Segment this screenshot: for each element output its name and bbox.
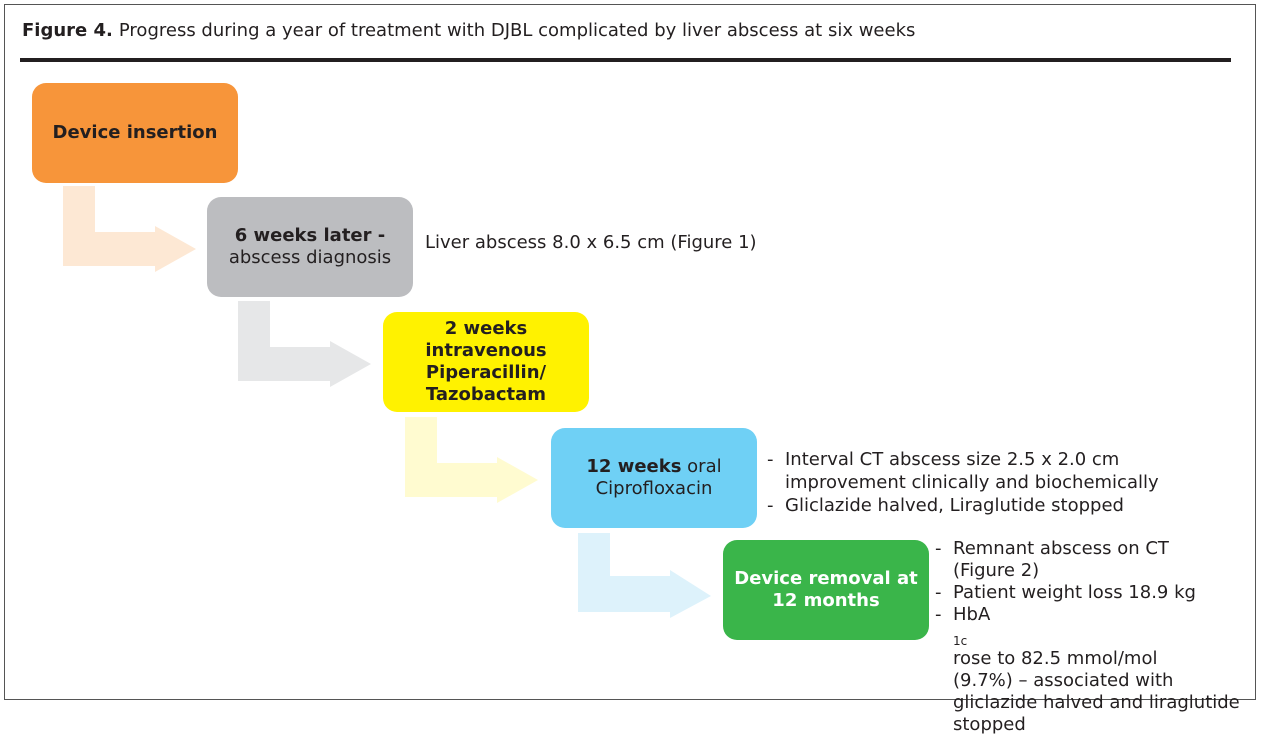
note-hba1c-line3: gliclazide halved and liraglutide [953,692,1240,713]
note-liver-abscess: Liver abscess 8.0 x 6.5 cm (Figure 1) [425,232,757,253]
figure-frame [4,4,1256,700]
hba1c-prefix: HbA [953,604,991,625]
note-ct-improvement: improvement clinically and biochemically [785,472,1159,493]
arrow-step4-to-step5 [578,533,711,618]
step-abscess-diagnosis-bold: 6 weeks later [234,225,372,247]
note-hba1c-line4: stopped [953,714,1026,735]
step-intravenous-antibiotics: 2 weeks intravenous Piperacillin/ Tazoba… [383,312,589,412]
figure-title: Figure 4.Progress during a year of treat… [22,20,915,41]
step-abscess-diagnosis-dash: - [371,225,386,247]
step-device-insertion: Device insertion [32,83,238,183]
note-remnant-figure: (Figure 2) [953,560,1040,581]
step-device-removal: Device removal at 12 months [723,540,929,640]
step-oral-bold: 12 weeks [586,456,682,478]
note-item: Patient weight loss 18.9 kg [935,582,1240,604]
arrow-step1-to-step2 [63,186,196,272]
step-removal-line1: Device removal at [734,568,918,590]
hba1c-rest: rose to 82.5 mmol/mol [953,648,1158,669]
step-abscess-diagnosis-line2: abscess diagnosis [228,247,392,268]
note-item: Interval CT abscess size 2.5 x 2.0 cm im… [767,448,1159,494]
note-remnant-abscess: Remnant abscess on CT [953,538,1169,559]
connector-arrows [63,186,711,618]
step-device-insertion-label: Device insertion [52,122,218,144]
step-oral-after: oral [681,456,722,478]
step-oral-antibiotics: 12 weeks oral Ciprofloxacin [551,428,757,528]
note-weight-loss: Patient weight loss 18.9 kg [953,582,1196,603]
step-oral-line2: Ciprofloxacin [595,478,713,499]
note-item: HbA 1c rose to 82.5 mmol/mol (9.7%) – ass… [935,604,1240,736]
note-item: Gliclazide halved, Liraglutide stopped [767,494,1159,517]
step-removal-line2: 12 months [772,590,880,611]
note-item: Remnant abscess on CT (Figure 2) [935,538,1240,582]
figure-caption: Progress during a year of treatment with… [118,20,916,41]
note-gliclazide: Gliclazide halved, Liraglutide stopped [785,495,1124,516]
note-ct-interval: Interval CT abscess size 2.5 x 2.0 cm [785,449,1120,470]
figure-label: Figure 4. [22,20,113,41]
hba1c-subscript: 1c [953,634,968,648]
step-iv-line2: intravenous [425,340,547,362]
note-hba1c: HbA 1c rose to 82.5 mmol/mol [953,604,1240,670]
step-abscess-diagnosis: 6 weeks later - abscess diagnosis [207,197,413,297]
title-rule [20,58,1231,62]
step-iv-bold: 2 weeks [444,318,528,340]
arrow-step2-to-step3 [238,301,371,387]
note-hba1c-line2: (9.7%) – associated with [953,670,1174,691]
arrow-step3-to-step4 [405,417,538,503]
notes-removal-step: Remnant abscess on CT (Figure 2) Patient… [935,538,1240,736]
step-iv-line3: Piperacillin/ [425,362,547,383]
step-iv-line4: Tazobactam [425,383,547,405]
notes-oral-step: Interval CT abscess size 2.5 x 2.0 cm im… [767,448,1159,517]
